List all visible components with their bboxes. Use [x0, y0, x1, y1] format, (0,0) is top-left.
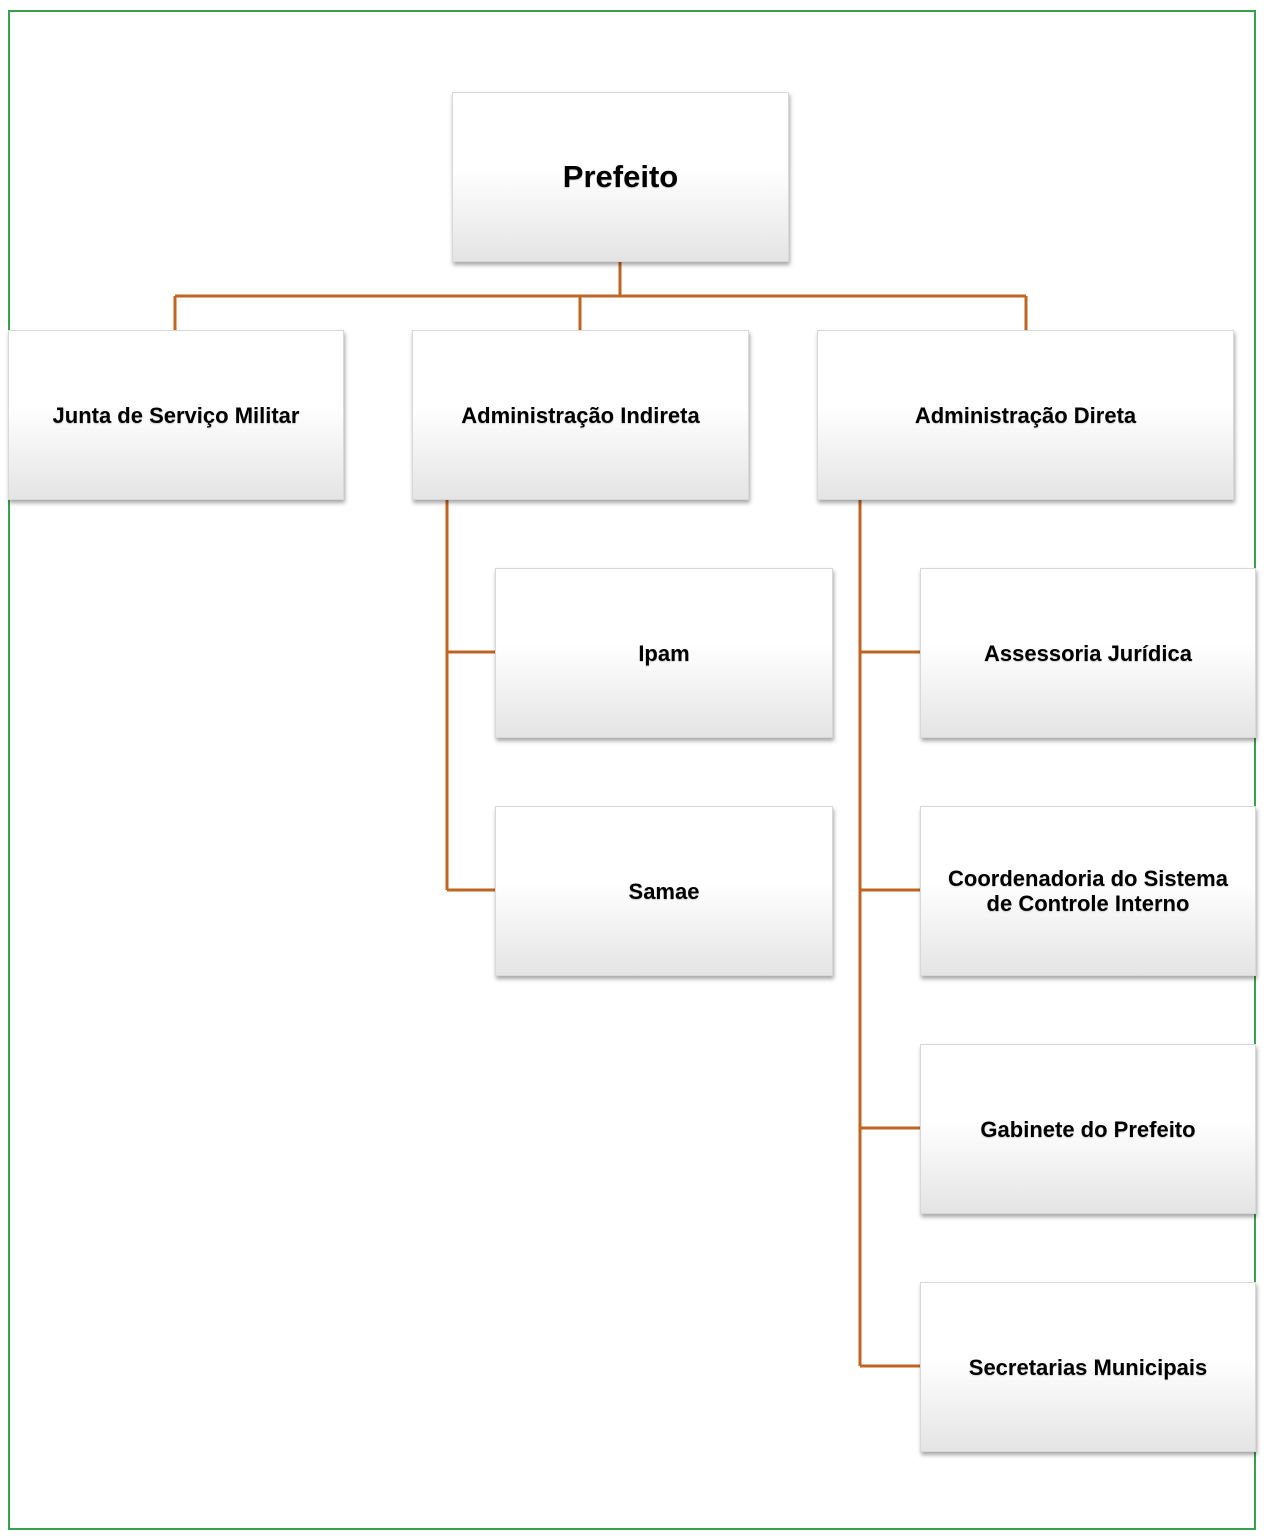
- node-assessoria-label: Assessoria Jurídica: [984, 640, 1192, 666]
- node-gabinete-prefeito: Gabinete do Prefeito: [920, 1044, 1256, 1214]
- node-coordenadoria-label: Coordenadoria do Sistema de Controle Int…: [948, 866, 1228, 916]
- node-direta-label: Administração Direta: [914, 402, 1137, 428]
- node-junta-servico-militar: Junta de Serviço Militar: [8, 330, 344, 500]
- node-samae-label: Samae: [628, 878, 700, 904]
- node-samae: Samae: [495, 806, 833, 976]
- diagram-frame: [8, 10, 1256, 1530]
- node-secretarias-label: Secretarias Municipais: [968, 1354, 1208, 1380]
- node-coordenadoria-controle-interno: Coordenadoria do Sistema de Controle Int…: [920, 806, 1256, 976]
- node-administracao-indireta: Administração Indireta: [412, 330, 749, 500]
- node-prefeito-label: Prefeito: [562, 159, 679, 194]
- node-administracao-direta: Administração Direta: [817, 330, 1234, 500]
- node-indireta-label: Administração Indireta: [461, 402, 700, 428]
- node-junta-label: Junta de Serviço Militar: [52, 402, 300, 428]
- node-secretarias-municipais: Secretarias Municipais: [920, 1282, 1256, 1452]
- node-ipam: Ipam: [495, 568, 833, 738]
- node-assessoria-juridica: Assessoria Jurídica: [920, 568, 1256, 738]
- node-prefeito: Prefeito: [452, 92, 789, 262]
- node-ipam-label: Ipam: [638, 640, 690, 666]
- node-gabinete-label: Gabinete do Prefeito: [980, 1116, 1196, 1142]
